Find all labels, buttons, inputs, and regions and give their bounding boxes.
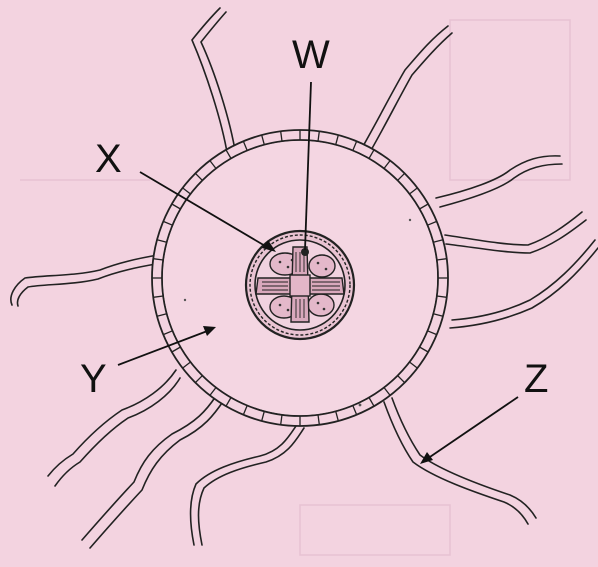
pointer-z xyxy=(424,397,518,461)
stele xyxy=(246,231,354,339)
phloem-bottom-right xyxy=(308,294,334,316)
root-hair xyxy=(436,156,562,207)
xylem-centre xyxy=(290,275,310,296)
label-y: Y xyxy=(80,357,107,401)
root-hair xyxy=(82,396,224,548)
root-hair xyxy=(362,26,452,152)
root-hair xyxy=(11,255,158,306)
root-hair xyxy=(192,8,236,158)
root-hair xyxy=(48,370,180,486)
root-hair xyxy=(191,426,305,545)
label-z: Z xyxy=(524,357,548,401)
root-hair xyxy=(445,212,586,253)
label-x: X xyxy=(95,137,122,181)
phloem-top-right xyxy=(309,255,335,277)
label-w: W xyxy=(292,33,330,77)
